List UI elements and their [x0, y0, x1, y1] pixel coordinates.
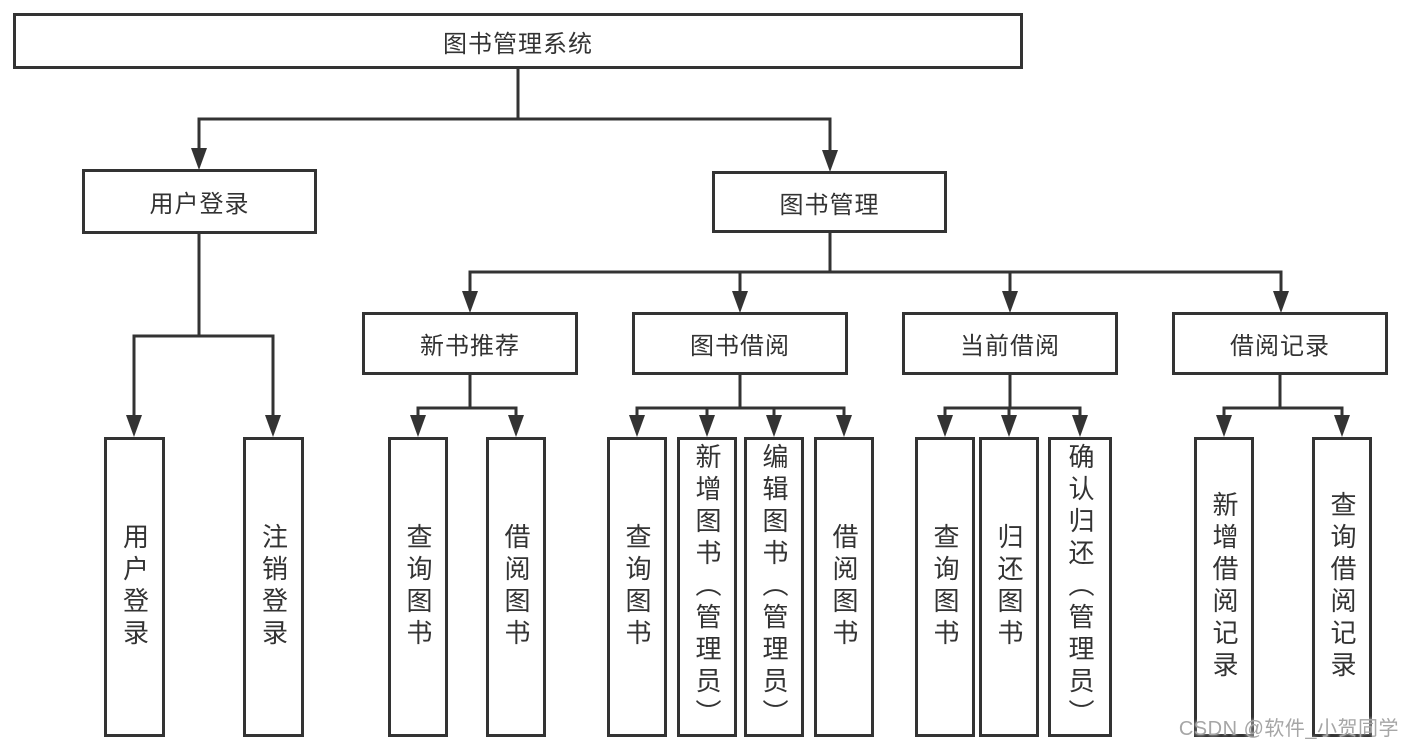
node-book-borrowing-label: 图书借阅 — [690, 333, 790, 360]
leaf-confirm-return-admin-label: 确认归还（管理员） — [1065, 443, 1095, 731]
watermark: CSDN @软件_小贺同学 — [1178, 718, 1399, 740]
node-current-borrowing-label: 当前借阅 — [960, 333, 1060, 360]
leaf-return-book-label: 归还图书 — [994, 523, 1024, 651]
leaf-add-book-admin-label: 新增图书（管理员） — [692, 443, 722, 731]
node-current-borrowing: 当前借阅 — [902, 312, 1118, 375]
leaf-add-borrow-record: 新增借阅记录 — [1194, 437, 1254, 737]
node-book-borrowing: 图书借阅 — [632, 312, 848, 375]
leaf-query-books-borrowing: 查询图书 — [607, 437, 667, 737]
node-library-system-label: 图书管理系统 — [443, 30, 593, 58]
node-book-management: 图书管理 — [712, 171, 947, 233]
leaf-query-borrow-record-label: 查询借阅记录 — [1327, 491, 1357, 683]
leaf-query-borrow-record: 查询借阅记录 — [1312, 437, 1372, 737]
leaf-add-borrow-record-label: 新增借阅记录 — [1209, 491, 1239, 683]
leaf-logout: 注销登录 — [243, 437, 304, 737]
leaf-borrow-books-borrowing: 借阅图书 — [814, 437, 874, 737]
leaf-user-login-label: 用户登录 — [119, 523, 150, 651]
leaf-query-books-recommend: 查询图书 — [388, 437, 448, 737]
node-user-login-label: 用户登录 — [149, 191, 250, 218]
node-library-system: 图书管理系统 — [13, 13, 1023, 69]
leaf-query-books-recommend-label: 查询图书 — [403, 523, 433, 651]
leaf-confirm-return-admin: 确认归还（管理员） — [1048, 437, 1112, 737]
node-borrowing-records: 借阅记录 — [1172, 312, 1388, 375]
leaf-return-book: 归还图书 — [979, 437, 1039, 737]
leaf-borrow-books-recommend-label: 借阅图书 — [501, 523, 531, 651]
leaf-borrow-books-borrowing-label: 借阅图书 — [829, 523, 859, 651]
leaf-add-book-admin: 新增图书（管理员） — [677, 437, 737, 737]
node-user-login: 用户登录 — [82, 169, 317, 234]
leaf-user-login: 用户登录 — [104, 437, 165, 737]
node-new-book-recommendation-label: 新书推荐 — [420, 333, 520, 360]
leaf-logout-label: 注销登录 — [258, 523, 289, 651]
node-book-management-label: 图书管理 — [779, 191, 880, 219]
leaf-query-books-current-label: 查询图书 — [930, 523, 960, 651]
leaf-edit-book-admin: 编辑图书（管理员） — [744, 437, 804, 737]
leaf-query-books-current: 查询图书 — [915, 437, 975, 737]
node-new-book-recommendation: 新书推荐 — [362, 312, 578, 375]
node-borrowing-records-label: 借阅记录 — [1230, 333, 1330, 360]
leaf-edit-book-admin-label: 编辑图书（管理员） — [759, 443, 789, 731]
leaf-query-books-borrowing-label: 查询图书 — [622, 523, 652, 651]
leaf-borrow-books-recommend: 借阅图书 — [486, 437, 546, 737]
